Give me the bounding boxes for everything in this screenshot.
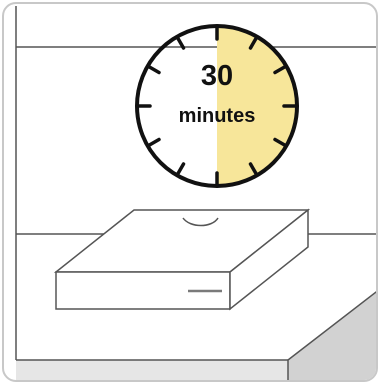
timer-unit-label: minutes <box>155 104 279 128</box>
set-top-box-icon <box>56 210 308 309</box>
table-corner <box>288 289 378 382</box>
timer-number: 30 <box>167 60 267 92</box>
illustration-card: 30 minutes <box>2 2 378 382</box>
